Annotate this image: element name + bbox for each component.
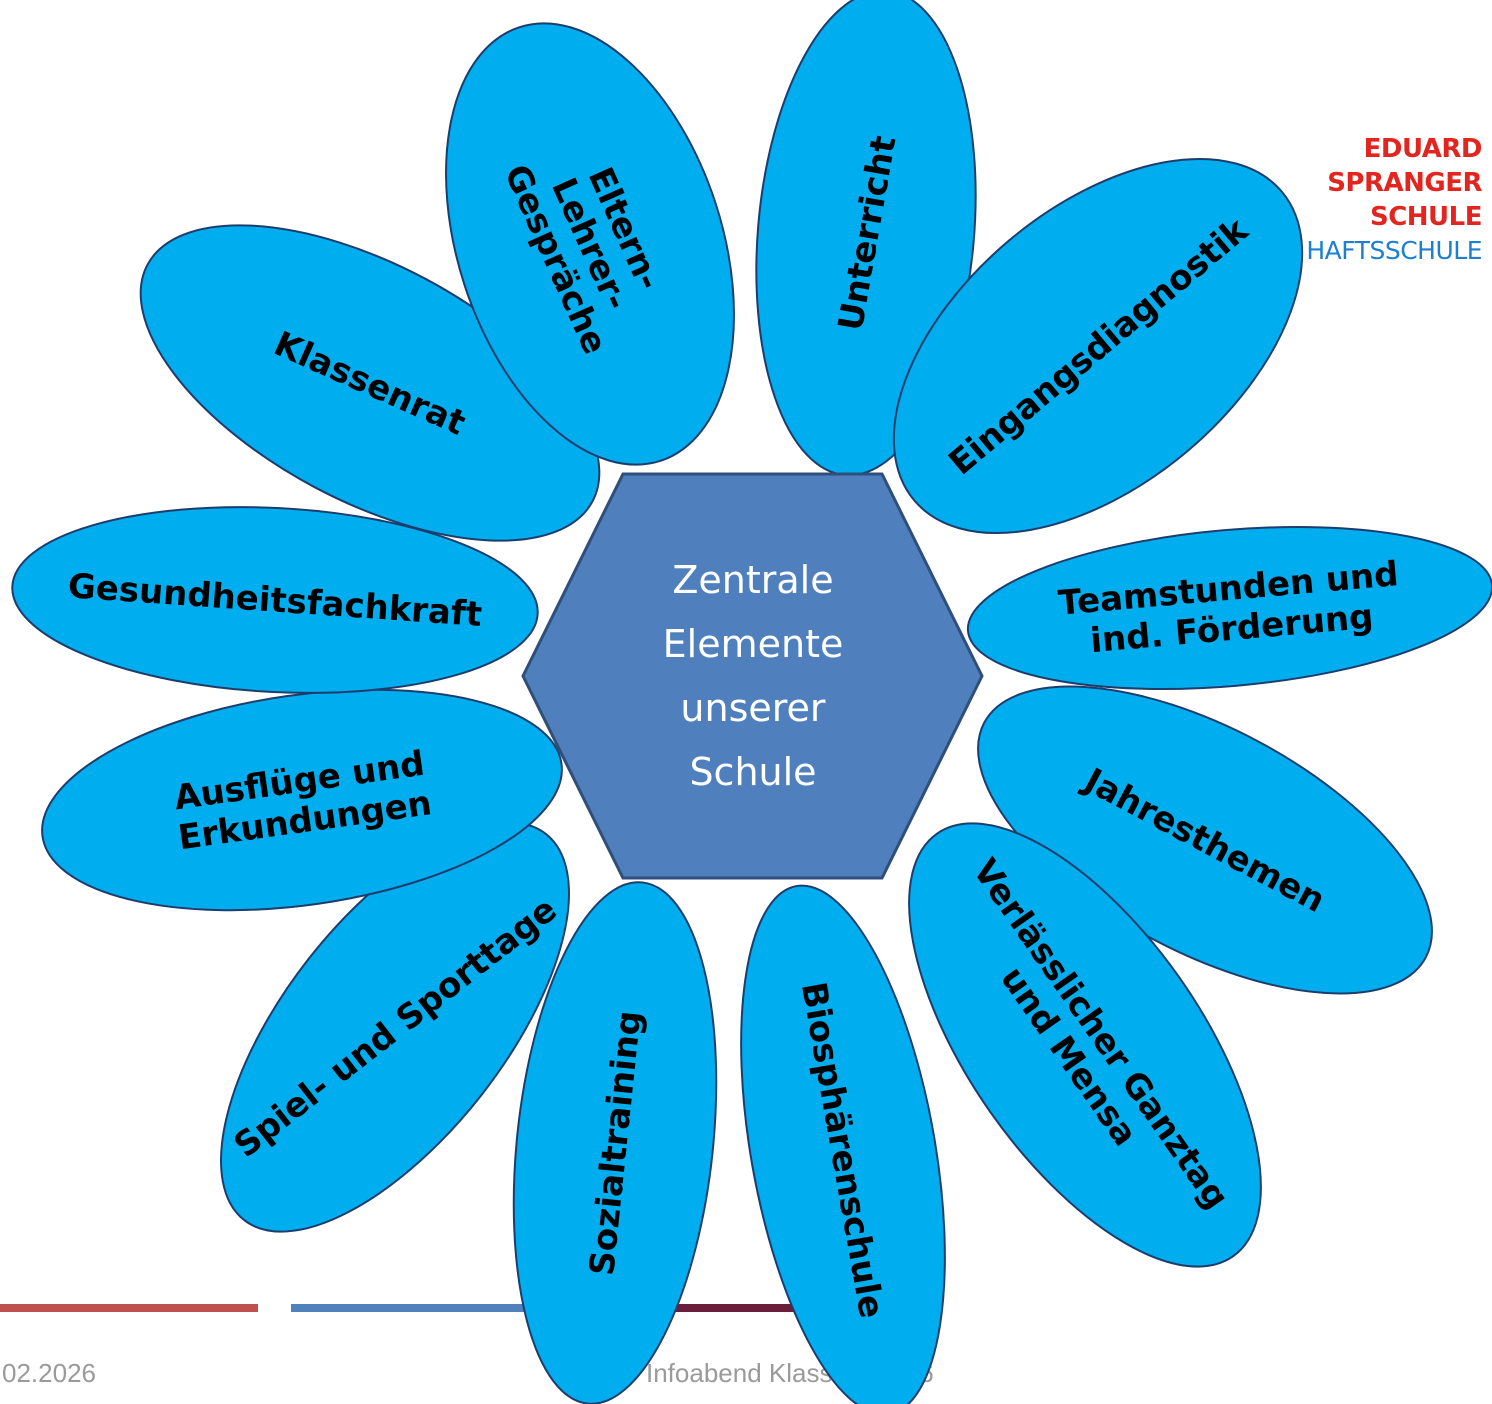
petal-jahresthemen: Jahresthemen — [977, 685, 1433, 995]
footer-line-red — [0, 1304, 258, 1312]
center-label-line: Elemente — [663, 622, 844, 666]
center-hexagon — [521, 472, 984, 880]
petal-shape-gesundheit — [11, 506, 539, 694]
petal-teamstunden: Teamstunden undind. Förderung — [966, 525, 1492, 691]
center-label-line: Zentrale — [672, 558, 833, 602]
petal-shape-jahresthemen — [977, 685, 1433, 995]
petal-shape-ausfluege — [41, 688, 563, 912]
logo-line-4: HAFTSSCHULE — [1306, 236, 1482, 265]
center-label-line: Schule — [689, 750, 816, 794]
petal-shape-elterngespraeche — [445, 22, 735, 466]
petal-shape-biosphaerenschule — [740, 884, 946, 1404]
petal-shape-klassenrat — [139, 224, 601, 542]
petal-elterngespraeche: Eltern-Lehrer-Gespräche — [445, 22, 735, 466]
footer-line-dark — [650, 1304, 850, 1312]
logo-line-2: SPRANGER — [1327, 168, 1482, 198]
logo-line-1: EDUARD — [1363, 134, 1483, 164]
petal-biosphaerenschule: Biosphärenschule — [740, 884, 946, 1404]
petal-eingangsdiagnostik: Eingangsdiagnostik — [892, 157, 1304, 535]
logo-line-3: SCHULE — [1369, 202, 1483, 232]
petal-shape-eingangsdiagnostik — [892, 157, 1304, 535]
school-logo: EDUARD SPRANGER SCHULE HAFTSSCHULE — [1306, 132, 1482, 268]
footer-line-blue — [291, 1304, 531, 1312]
petal-ausfluege: Ausflüge undErkundungen — [41, 688, 563, 912]
petal-gesundheit: Gesundheitsfachkraft — [11, 506, 539, 694]
petal-shape-sporttage — [220, 821, 570, 1233]
petal-shape-ganztag — [908, 822, 1262, 1268]
petal-klassenrat: Klassenrat — [139, 224, 601, 542]
petal-sozialtraining: Sozialtraining — [512, 881, 718, 1404]
footer-date: 02.2026 — [2, 1358, 96, 1388]
center-label-line: unserer — [680, 686, 826, 730]
